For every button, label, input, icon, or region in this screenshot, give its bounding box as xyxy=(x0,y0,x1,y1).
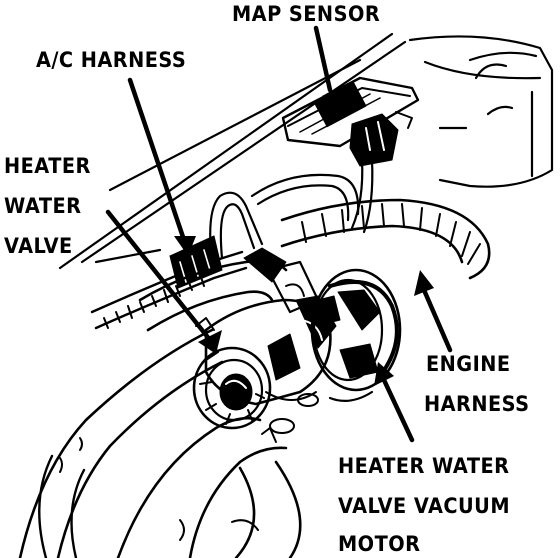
label-vacuum-motor-line3: MOTOR xyxy=(338,532,421,556)
heater-hose-front xyxy=(116,416,288,558)
label-heater-water-valve-line2: WATER xyxy=(4,194,82,218)
label-ac-harness: A/C HARNESS xyxy=(36,48,187,72)
arrow-engine-harness xyxy=(421,287,453,353)
label-engine-harness-line2: HARNESS xyxy=(424,392,530,416)
label-vacuum-motor-line2: VALVE VACUUM xyxy=(338,494,511,518)
body-panel xyxy=(58,32,407,270)
arrow-vacuum-motor xyxy=(381,377,415,443)
arrowhead-map-sensor xyxy=(322,84,344,104)
small-hose-loop xyxy=(209,191,264,264)
arrow-heater-water-valve xyxy=(105,209,213,343)
label-heater-water-valve-line3: VALVE xyxy=(4,234,73,258)
heater-hose-left xyxy=(38,454,86,558)
engine-harness-part xyxy=(280,198,491,280)
ac-harness-part xyxy=(90,235,248,330)
vacuum-lines xyxy=(250,158,374,234)
arrow-map-sensor xyxy=(313,25,333,93)
vacuum-motor-part xyxy=(310,268,402,403)
arrowhead-heater-water-valve xyxy=(198,330,222,354)
arrowhead-engine-harness xyxy=(414,270,434,296)
arrow-heads xyxy=(174,84,434,386)
heater-hose-lower xyxy=(18,328,224,558)
valve-end-cap xyxy=(192,346,272,430)
arrow-ac-harness xyxy=(127,77,187,243)
label-vacuum-motor-line1: HEATER WATER xyxy=(338,454,510,478)
coolant-reservoir xyxy=(408,35,554,188)
label-map-sensor: MAP SENSOR xyxy=(232,2,381,26)
leader-arrows xyxy=(105,25,453,443)
label-engine-harness-line1: ENGINE xyxy=(426,352,511,376)
heater-hose-right xyxy=(231,460,302,558)
arrowhead-ac-harness xyxy=(174,236,196,256)
arrowhead-vacuum-motor xyxy=(374,362,394,386)
map-sensor-part xyxy=(281,76,420,167)
label-heater-water-valve-line1: HEATER xyxy=(4,154,91,178)
